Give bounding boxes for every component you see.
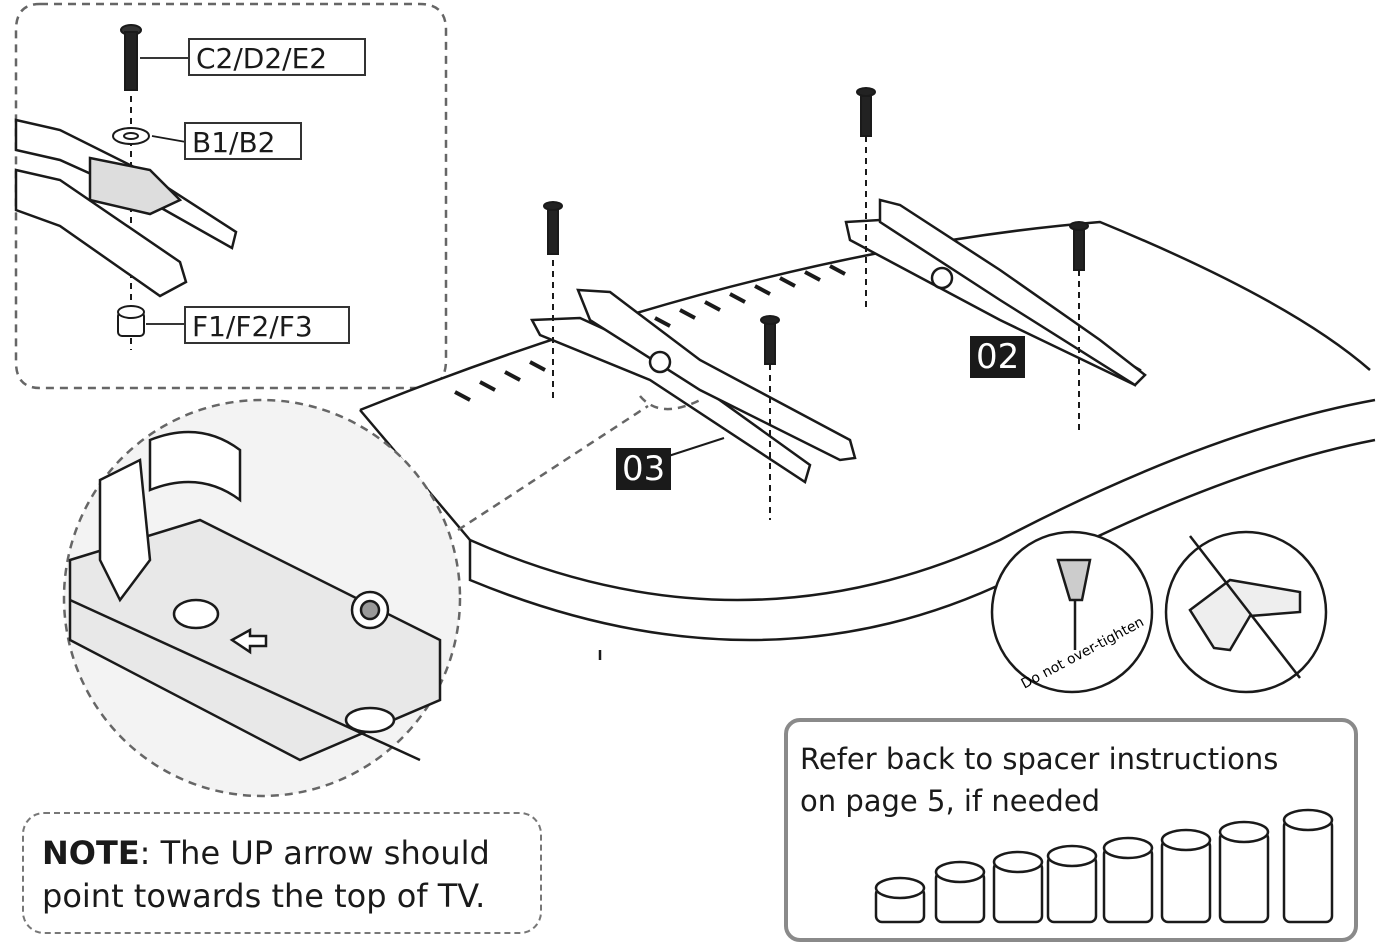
inset-screw-stack [112, 24, 150, 350]
note-line2: point towards the top of TV. [42, 877, 486, 915]
detail-inset-frame [14, 2, 448, 390]
note-box: NOTE: The UP arrow should point towards … [22, 812, 542, 934]
spacer-box: Refer back to spacer instructions on pag… [784, 718, 1358, 942]
label-nut: F1/F2/F3 [184, 306, 350, 344]
spacer-line2: on page 5, if needed [800, 784, 1101, 818]
note-text: NOTE: The UP arrow should point towards … [42, 832, 490, 918]
bracket-03 [529, 288, 857, 484]
hand-screwdriver-icon [990, 530, 1154, 694]
inset-bracket [14, 118, 238, 298]
tag-bracket-02: 02 [970, 336, 1026, 378]
note-label: NOTE [42, 834, 140, 872]
label-screw: C2/D2/E2 [188, 38, 366, 76]
magnified-bracket [68, 430, 442, 762]
spacer-illustrations [874, 808, 1334, 924]
bracket-screws [543, 87, 1089, 520]
spacer-text: Refer back to spacer instructions on pag… [800, 738, 1278, 822]
tv-vent-slots [454, 264, 846, 402]
label-washer: B1/B2 [184, 122, 302, 160]
note-line1: : The UP arrow should [139, 834, 490, 872]
tag-bracket-03: 03 [616, 448, 672, 490]
no-power-drill-icon [1164, 530, 1328, 694]
spacer-line1: Refer back to spacer instructions [800, 742, 1279, 776]
